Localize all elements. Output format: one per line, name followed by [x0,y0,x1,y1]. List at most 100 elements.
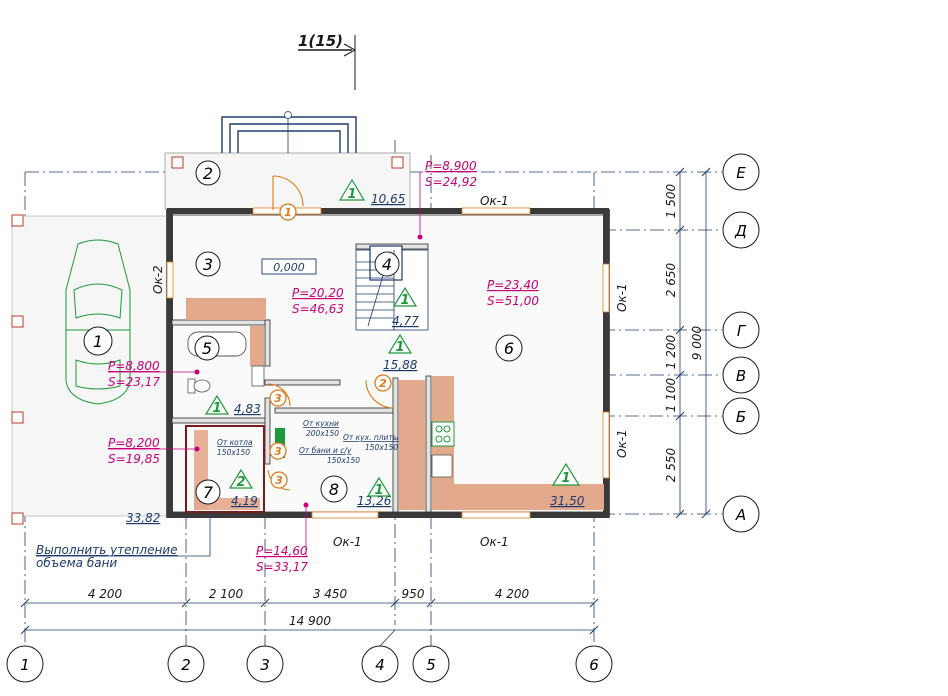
area-label: 4,77 [392,314,419,328]
axis-number: 5 [426,656,436,674]
vent-note: 150х150 [365,443,398,452]
dimension: 1 500 [664,183,678,218]
axis-letter: Б [736,408,746,426]
axis-number: 1 [20,656,30,674]
sauna-outline [185,425,265,513]
axis-letter: Г [737,322,747,340]
section-mark: 1(15) [298,32,357,90]
door-mark: 3 [274,392,282,405]
axis-letter: Е [736,164,746,182]
window-label: Ок-1 [615,429,629,458]
axis-number: 3 [260,656,270,674]
perimeter-label: P=23,40 [487,278,539,292]
window-labels: Ок-1 Ок-2 Ок-1 Ок-1 Ок-1 Ок-1 [151,194,629,549]
floor-type-marks: 1 1 1 1 2 1 1 [204,178,581,498]
column-markers [11,156,404,525]
kitchen-sink [431,454,453,478]
window-label: Ок-1 [480,535,509,549]
door-mark: 3 [274,445,282,458]
room-number: 6 [504,339,514,358]
area-label: 4,19 [231,494,258,508]
area-label: 4,83 [234,402,261,416]
toilet [187,378,211,394]
perimeter-label: P=14,60 [256,544,308,558]
dimension: 2 550 [664,447,678,482]
door-marks: 1 2 3 3 3 [269,203,392,489]
stove [431,421,455,447]
axis-letter: В [736,367,746,385]
axis-letter: А [735,506,746,524]
perimeter-area-labels: P=8,900 S=24,92 P=20,20 S=46,63 P=23,40 … [108,159,539,574]
dimension: 2 650 [664,262,678,297]
window-label: Ок-2 [151,265,165,294]
axis-number-bubbles: 1 2 3 4 5 6 [6,645,613,683]
area-label: 13,26 [357,494,392,508]
door-mark: 1 [284,206,292,219]
room-number: 5 [202,339,212,358]
dimension: 2 100 [209,587,244,601]
vent-note: От кухни [303,419,339,428]
area-s-label: S=23,17 [108,375,160,389]
vent-note: От кух. плиты [343,433,399,442]
vent-note: От котла [217,438,253,447]
room-number: 3 [203,255,213,274]
dimension: 1 100 [664,377,678,412]
room-number: 4 [382,255,392,274]
area-labels: 10,65 4,77 15,88 4,83 4,19 13,26 31,50 3… [126,192,585,525]
area-label: 33,82 [126,511,160,525]
perimeter-label: P=8,800 [108,359,160,373]
window-label: Ок-1 [333,535,362,549]
vent-note: От бани и с/у [299,446,352,455]
dimension: 4 200 [495,587,530,601]
door-mark: 2 [379,377,387,390]
perimeter-label: P=8,200 [108,436,160,450]
dimension: 1 200 [664,334,678,369]
room-number: 7 [203,483,214,502]
dimension: 3 450 [313,587,348,601]
floor-type: 1 [374,483,383,498]
floor-type: 2 [236,475,245,490]
dimension: 950 [402,587,425,601]
floor-type: 1 [400,293,409,308]
axis-number: 6 [589,656,599,674]
floor-type: 1 [347,187,356,202]
vent-note: 150х150 [327,456,360,465]
axis-number: 4 [375,656,385,674]
section-mark-label: 1(15) [298,32,343,50]
area-s-label: S=19,85 [108,452,160,466]
room-number: 1 [93,332,103,351]
window-label: Ок-1 [480,194,509,208]
area-s-label: S=33,17 [256,560,308,574]
area-label: 10,65 [371,192,405,206]
room-number: 8 [329,480,339,499]
area-s-label: S=51,00 [487,294,539,308]
floor-type: 1 [395,340,404,355]
door-mark: 3 [275,474,283,487]
entrance-steps [221,116,357,153]
bottom-dimensions: 4 200 2 100 3 450 950 4 200 14 900 [20,587,599,647]
perimeter-label: P=20,20 [292,286,344,300]
dimension-total: 9 000 [690,325,704,360]
window-label: Ок-1 [615,283,629,312]
vent-note: 200х150 [306,429,339,438]
right-dimensions: 1 500 2 650 1 200 1 100 2 550 9 000 [664,167,711,519]
level-mark: 0,000 [273,261,305,274]
note-line-2: объема бани [36,556,117,570]
area-label: 31,50 [550,494,585,508]
room-number: 2 [203,164,213,183]
axis-letter-bubbles: Е Д Г В Б А [722,153,760,533]
level-mark-box [261,258,317,275]
vent-notes: От котла 150х150 От кухни 200х150 От кух… [217,419,399,465]
floor-type: 1 [212,401,221,416]
vent-note: 150х150 [217,448,250,457]
carport-area [11,215,170,517]
note-line-1: Выполнить утепление [36,543,178,557]
sink [251,365,265,387]
room-bubbles: 2 3 4 1 5 6 7 8 [83,160,523,505]
area-label: 15,88 [383,358,418,372]
area-s-label: S=24,92 [425,175,477,189]
perimeter-label: P=8,900 [425,159,477,173]
floor-type: 1 [561,471,570,486]
car-icon [65,239,131,405]
